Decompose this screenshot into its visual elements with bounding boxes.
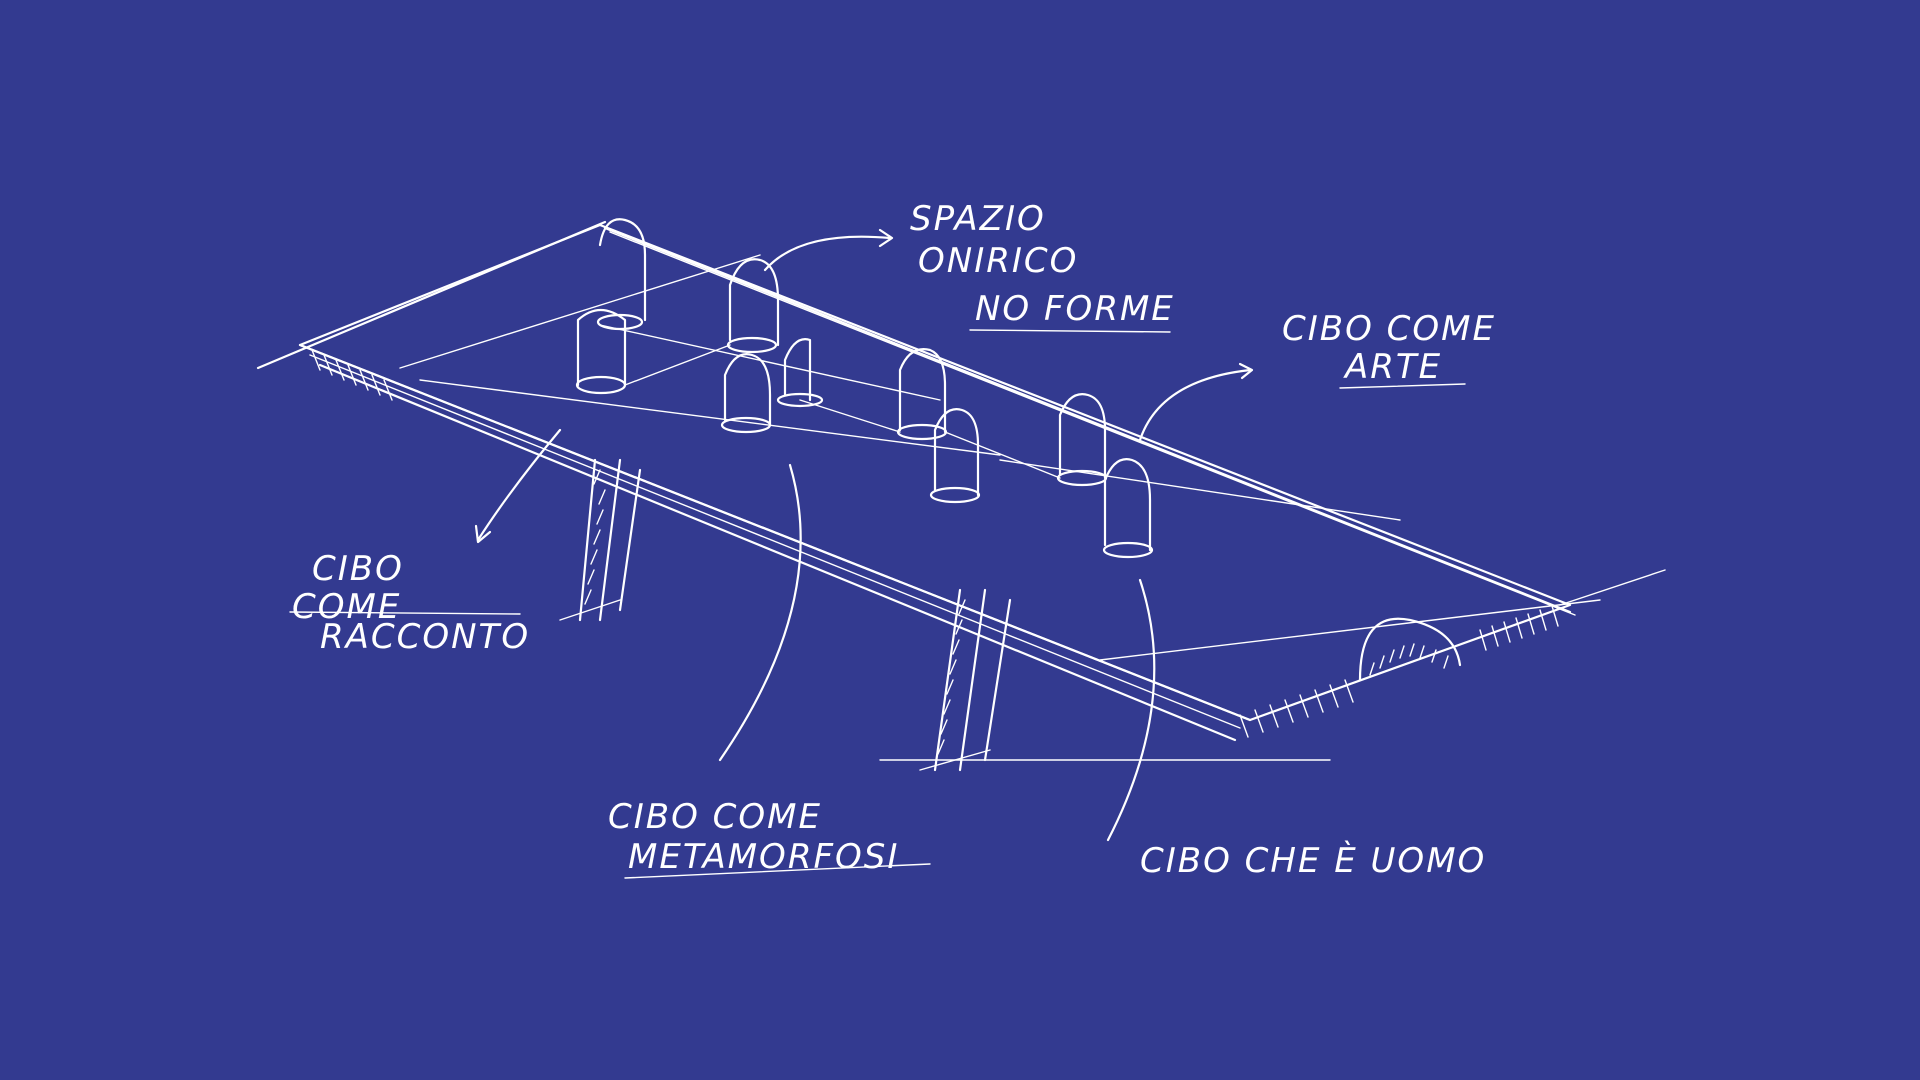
table-objects (575, 218, 1154, 559)
table-sketch (256, 220, 1666, 761)
annotation-cibo-come-racconto: CIBO COME RACCONTO (289, 549, 530, 657)
annotation-cibo-che-e-uomo: CIBO CHE È UOMO (1140, 840, 1486, 881)
label-uomo: CIBO CHE È UOMO (1140, 840, 1486, 881)
label-metamorfosi-2: METAMORFOSI (628, 837, 899, 877)
label-cibo-come-arte-2: ARTE (1343, 347, 1442, 387)
label-cibo-come-arte-1: CIBO COME (1282, 309, 1496, 349)
label-racconto-1: CIBO (312, 549, 404, 589)
label-metamorfosi-1: CIBO COME (608, 797, 822, 837)
annotation-spazio-onirico: SPAZIO ONIRICO NO FORME (910, 199, 1175, 333)
annotation-cibo-come-metamorfosi: CIBO COME METAMORFOSI (608, 797, 931, 879)
label-racconto-3: RACCONTO (320, 617, 530, 657)
annotation-cibo-come-arte: CIBO COME ARTE (1282, 309, 1496, 389)
table-legs (559, 458, 1012, 772)
label-onirico: ONIRICO (918, 241, 1078, 281)
label-racconto-2: COME (292, 587, 401, 627)
annotation-arrows (474, 228, 1254, 842)
label-no-forme: NO FORME (975, 289, 1175, 329)
label-spazio: SPAZIO (910, 199, 1046, 239)
